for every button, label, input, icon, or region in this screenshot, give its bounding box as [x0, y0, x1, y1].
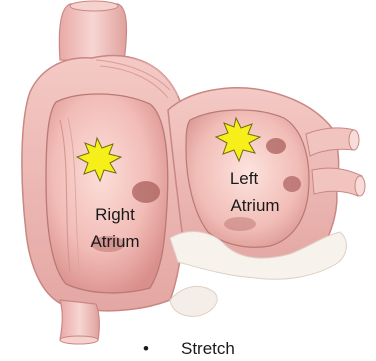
left-atrium-label-line1: Left — [230, 169, 259, 188]
superior-vessel — [59, 1, 126, 62]
right-atrium-label-line1: Right — [95, 205, 135, 224]
right-atrium-label-line2: Atrium — [90, 232, 139, 251]
left-atrium-label-line2: Atrium — [230, 196, 279, 215]
bullet-text-stretch: Stretch — [181, 339, 235, 358]
bullet-symbol: • — [143, 339, 149, 358]
right-atrium-cavity — [46, 94, 168, 293]
inferior-vessel — [60, 300, 99, 344]
